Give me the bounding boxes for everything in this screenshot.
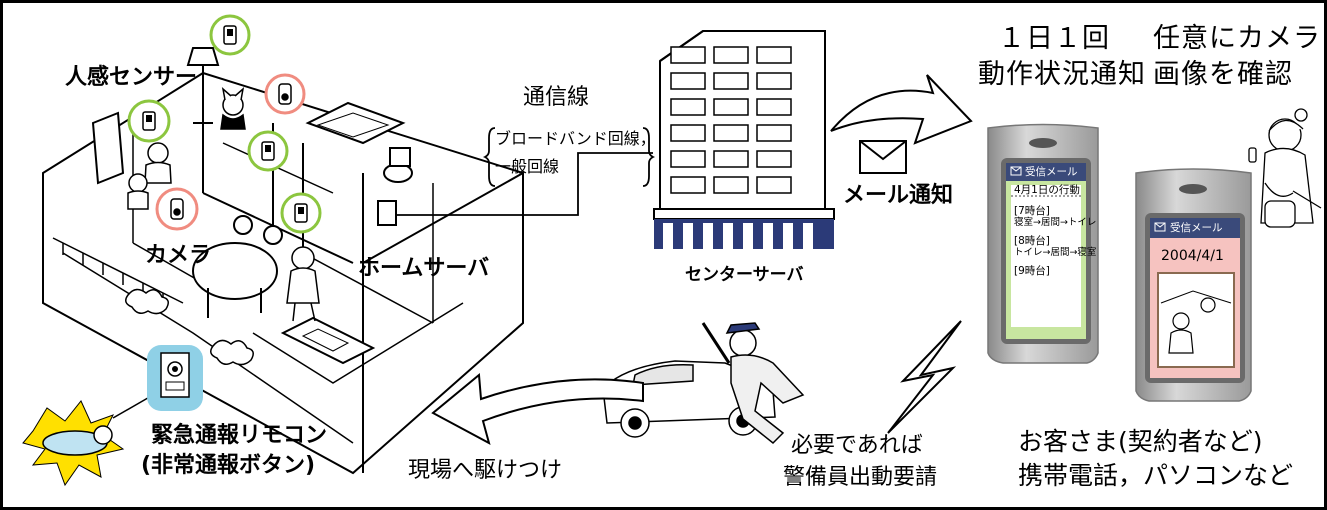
- emergency-scene: [22, 345, 203, 487]
- phone1-line: [9時台]: [1014, 265, 1050, 277]
- broadband-line-label: ブロードバンド回線，: [495, 129, 656, 148]
- guard-request-line2: 警備員出動要請: [783, 465, 938, 490]
- mail-arrow: [830, 74, 973, 145]
- customer-woman-figure: [1248, 108, 1322, 228]
- general-line-label: 一般回線: [495, 157, 560, 176]
- center-server-building: [653, 30, 835, 249]
- phone-2: [1135, 168, 1252, 402]
- guard-and-car: [602, 322, 805, 445]
- home-server-label: ホームサーバ: [358, 256, 490, 281]
- daily-notice-line1: １日１回: [998, 23, 1110, 54]
- phone1-title: 4月1日の行動: [1014, 184, 1080, 196]
- dispatch-label: 現場へ駆けつけ: [408, 458, 563, 483]
- guard-request-line1: 必要であれば: [791, 433, 923, 458]
- phone1-line: [8時台]: [1014, 235, 1050, 247]
- customer-label-line1: お客さま(契約者など): [1018, 427, 1263, 456]
- camera-icons: [170, 83, 292, 220]
- diagram-artwork: [22, 14, 1322, 487]
- resident-figures: [127, 87, 320, 322]
- phone1-line: トイレ→居間→寝室: [1014, 247, 1097, 258]
- phone2-header: 受信メール: [1170, 222, 1223, 234]
- phone1-line: [7時台]: [1014, 205, 1050, 217]
- phone1-header: 受信メール: [1025, 166, 1078, 178]
- alert-cloud-shapes: [125, 288, 254, 366]
- comm-line: [396, 152, 653, 216]
- mail-notice-label: メール通知: [843, 183, 954, 208]
- customer-label-line2: 携帯電話，パソコンなど: [1018, 461, 1294, 490]
- phone-1: [987, 123, 1099, 364]
- emergency-remote-label: 緊急通報リモコン: [151, 423, 328, 448]
- daily-notice-line2: 動作状況通知: [978, 59, 1146, 90]
- dispatch-arrow: [431, 373, 644, 445]
- camera-view-line1: 任意にカメラ: [1153, 23, 1321, 54]
- comm-line-label: 通信線: [523, 85, 590, 110]
- phone1-line: 寝室→居間→トイレ: [1014, 217, 1097, 228]
- camera-view-line2: 画像を確認: [1153, 59, 1293, 90]
- panic-button-label: (非常通報ボタン): [141, 453, 316, 478]
- phone2-date: 2004/4/1: [1161, 248, 1224, 264]
- center-server-label: センターサーバ: [685, 265, 804, 285]
- line-type-brackets: [482, 127, 656, 187]
- motion-sensor-label: 人感センサー: [65, 65, 198, 90]
- camera-label: カメラ: [145, 243, 212, 268]
- lightning-bolt: [887, 320, 962, 434]
- envelope-icon: [859, 140, 907, 174]
